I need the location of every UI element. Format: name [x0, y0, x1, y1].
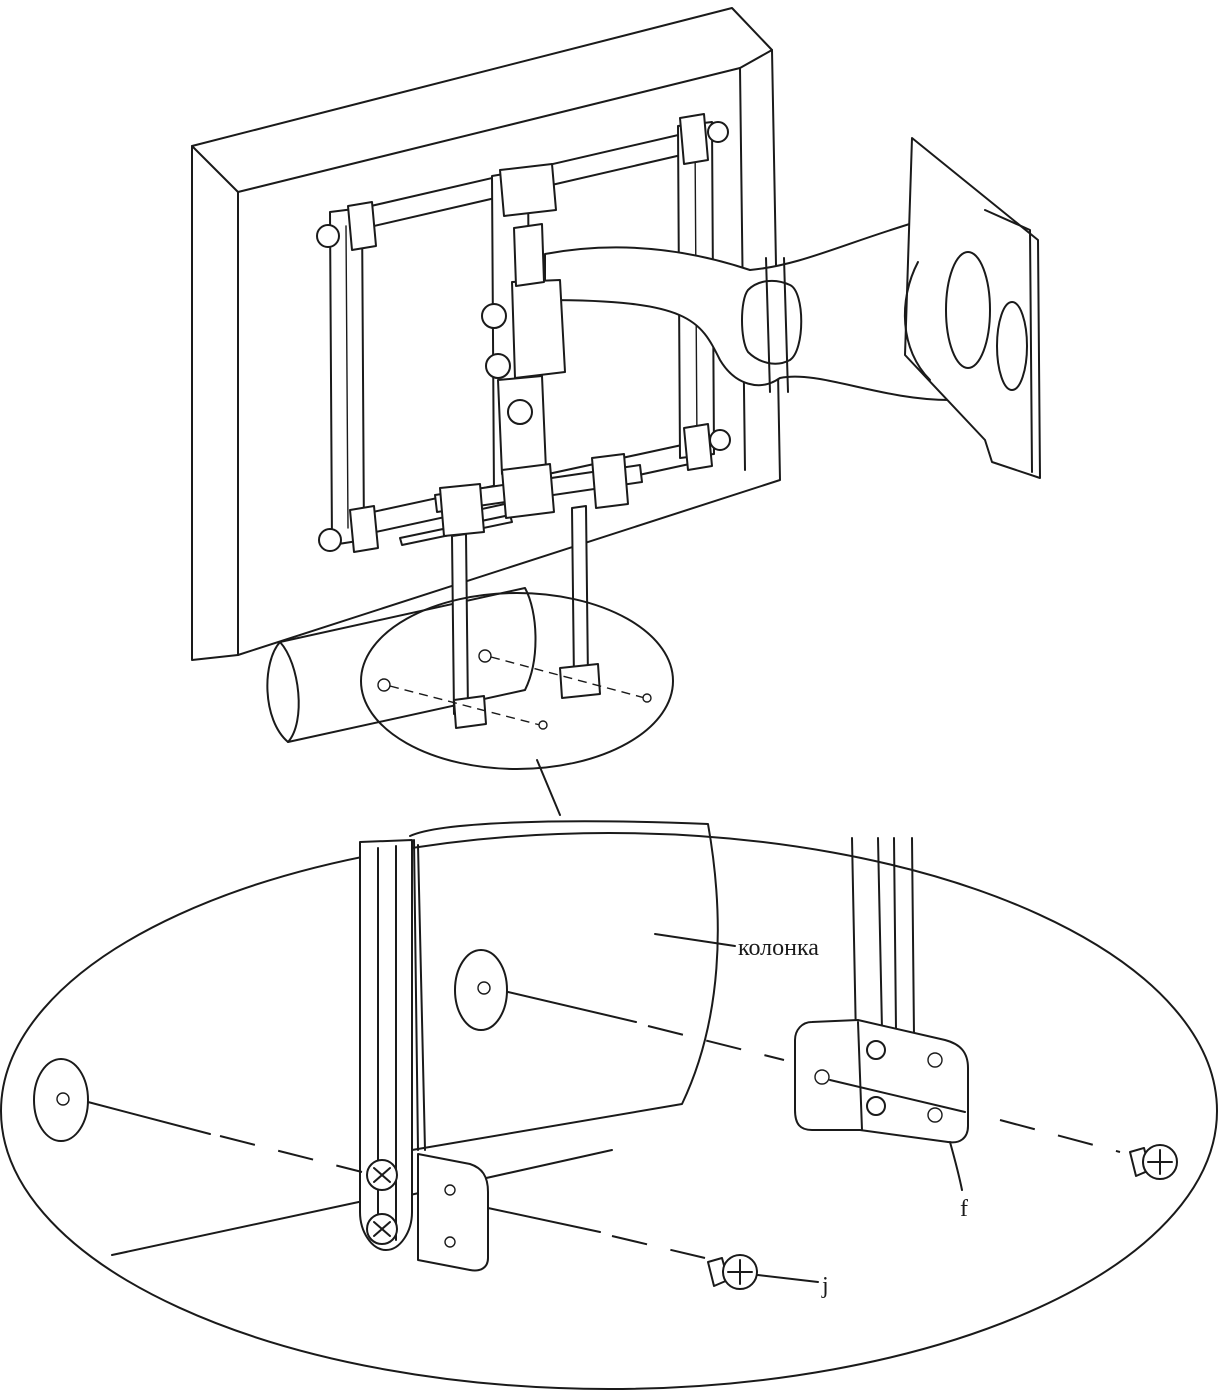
magnified-detail	[0, 820, 1218, 1390]
swing-arm	[544, 214, 951, 401]
screw-right-icon	[1129, 1144, 1178, 1180]
left-hanger-strap	[359, 839, 426, 1251]
display-plate	[903, 137, 1041, 479]
screw-j-icon	[707, 1254, 758, 1290]
strap-screw-lower-icon	[366, 1213, 398, 1245]
soundbar-speaker	[266, 587, 537, 743]
right-hanger-strap	[851, 837, 915, 1041]
wall-bracket	[481, 223, 566, 475]
strap-screw-upper-icon	[366, 1159, 398, 1191]
bracket-f	[794, 1019, 969, 1144]
label-screw-j: j	[821, 1273, 829, 1299]
detail-callout	[360, 592, 674, 816]
left-l-bracket	[417, 1153, 489, 1272]
label-bracket-f: f	[960, 1196, 968, 1222]
speaker-hole-upper-icon	[454, 949, 508, 1031]
speaker-hole-left-icon	[33, 1058, 89, 1142]
label-speaker: колонка	[738, 935, 819, 961]
